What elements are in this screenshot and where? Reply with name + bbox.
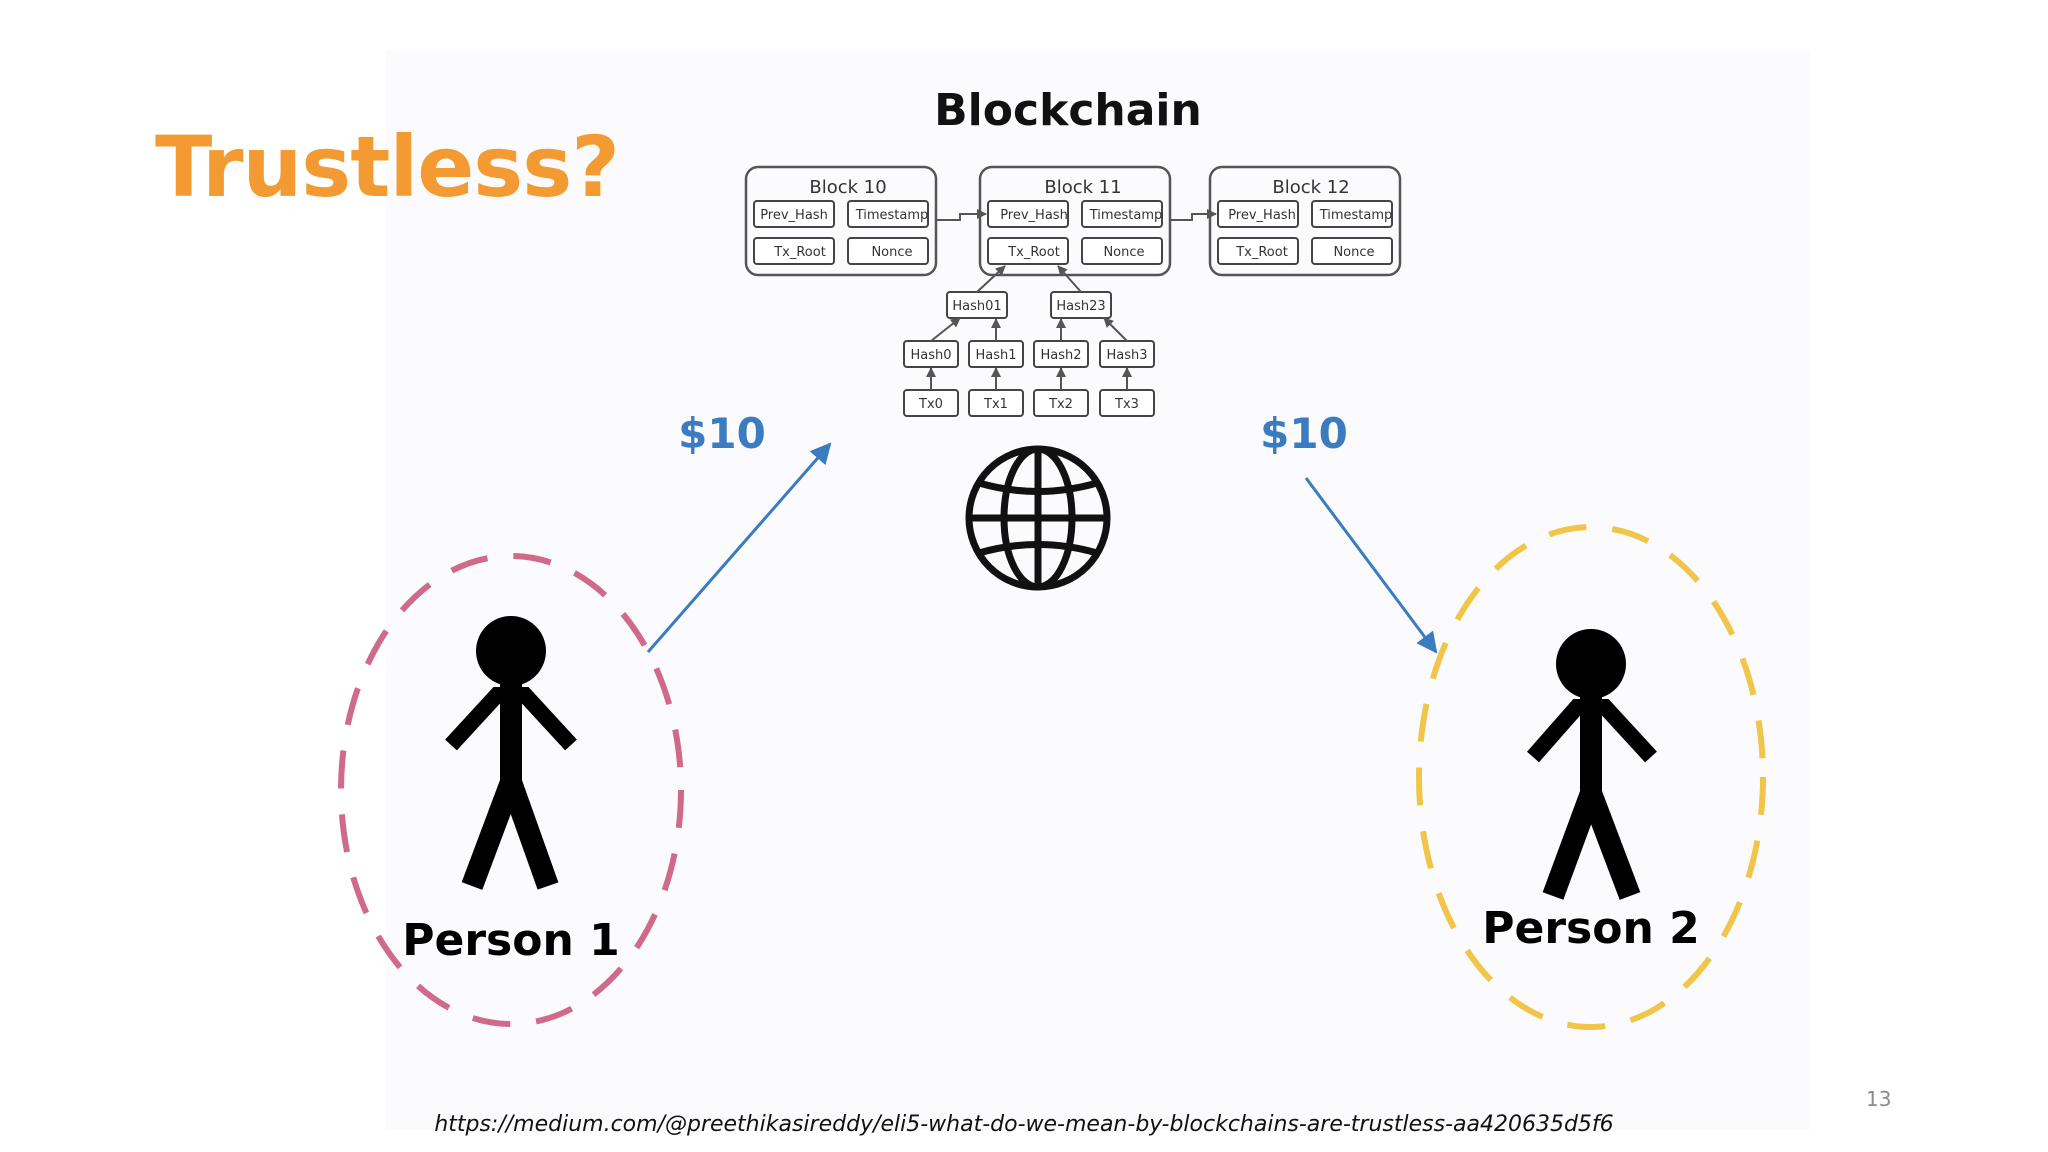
receive-arrow bbox=[1304, 477, 1438, 654]
field-nonce: Nonce bbox=[1333, 245, 1374, 260]
field-nonce: Nonce bbox=[1103, 245, 1144, 260]
merkle-hash2: Hash2 bbox=[1040, 348, 1081, 363]
field-nonce: Nonce bbox=[871, 245, 912, 260]
person2-label: Person 2 bbox=[1482, 903, 1699, 954]
field-prev-hash: Prev_Hash bbox=[760, 208, 828, 223]
field-timestamp: Timestamp bbox=[855, 208, 929, 223]
tx1: Tx1 bbox=[983, 397, 1008, 412]
send-arrow bbox=[646, 442, 832, 653]
person2-icon bbox=[1526, 629, 1657, 900]
person2-circle bbox=[1416, 524, 1766, 1030]
merkle-hash0: Hash0 bbox=[910, 348, 951, 363]
person1-circle bbox=[338, 553, 684, 1027]
globe-icon bbox=[965, 445, 1111, 591]
diagram-heading: Blockchain bbox=[934, 85, 1202, 136]
right-amount-label: $10 bbox=[1260, 409, 1348, 458]
merkle-hash23: Hash23 bbox=[1056, 299, 1105, 314]
field-tx-root: Tx_Root bbox=[773, 245, 826, 260]
page-number: 13 bbox=[1866, 1087, 1892, 1111]
block-12: Block 12 Prev_Hash Timestamp Tx_Root Non… bbox=[1208, 165, 1402, 277]
person1-label: Person 1 bbox=[402, 915, 619, 966]
block-title: Block 12 bbox=[1272, 177, 1349, 198]
source-url: https://medium.com/@preethikasireddy/eli… bbox=[434, 1112, 1614, 1137]
tx3: Tx3 bbox=[1114, 397, 1139, 412]
merkle-connectors bbox=[926, 265, 1132, 390]
merkle-hash1: Hash1 bbox=[975, 348, 1016, 363]
block-title: Block 11 bbox=[1044, 177, 1121, 198]
tx0: Tx0 bbox=[918, 397, 943, 412]
person1-icon bbox=[445, 616, 577, 890]
chain-links bbox=[936, 209, 1217, 221]
merkle-hash3: Hash3 bbox=[1106, 348, 1147, 363]
merkle-hash01: Hash01 bbox=[952, 299, 1001, 314]
left-amount-label: $10 bbox=[678, 409, 766, 458]
block-title: Block 10 bbox=[809, 177, 886, 198]
merkle-tree: Hash01 Hash23 Hash0 Hash1 Hash2 Hash3 Tx… bbox=[903, 291, 1155, 417]
field-timestamp: Timestamp bbox=[1089, 208, 1163, 223]
diagram-background bbox=[385, 50, 1810, 1130]
slide-title: Trustless? bbox=[155, 118, 620, 216]
block-10: Block 10 Prev_Hash Timestamp Tx_Root Non… bbox=[744, 165, 938, 277]
field-timestamp: Timestamp bbox=[1319, 208, 1393, 223]
tx2: Tx2 bbox=[1048, 397, 1073, 412]
field-prev-hash: Prev_Hash bbox=[1228, 208, 1296, 223]
field-prev-hash: Prev_Hash bbox=[1000, 208, 1068, 223]
field-tx-root: Tx_Root bbox=[1007, 245, 1060, 260]
field-tx-root: Tx_Root bbox=[1235, 245, 1288, 260]
block-11: Block 11 Prev_Hash Timestamp Tx_Root Non… bbox=[978, 165, 1172, 277]
